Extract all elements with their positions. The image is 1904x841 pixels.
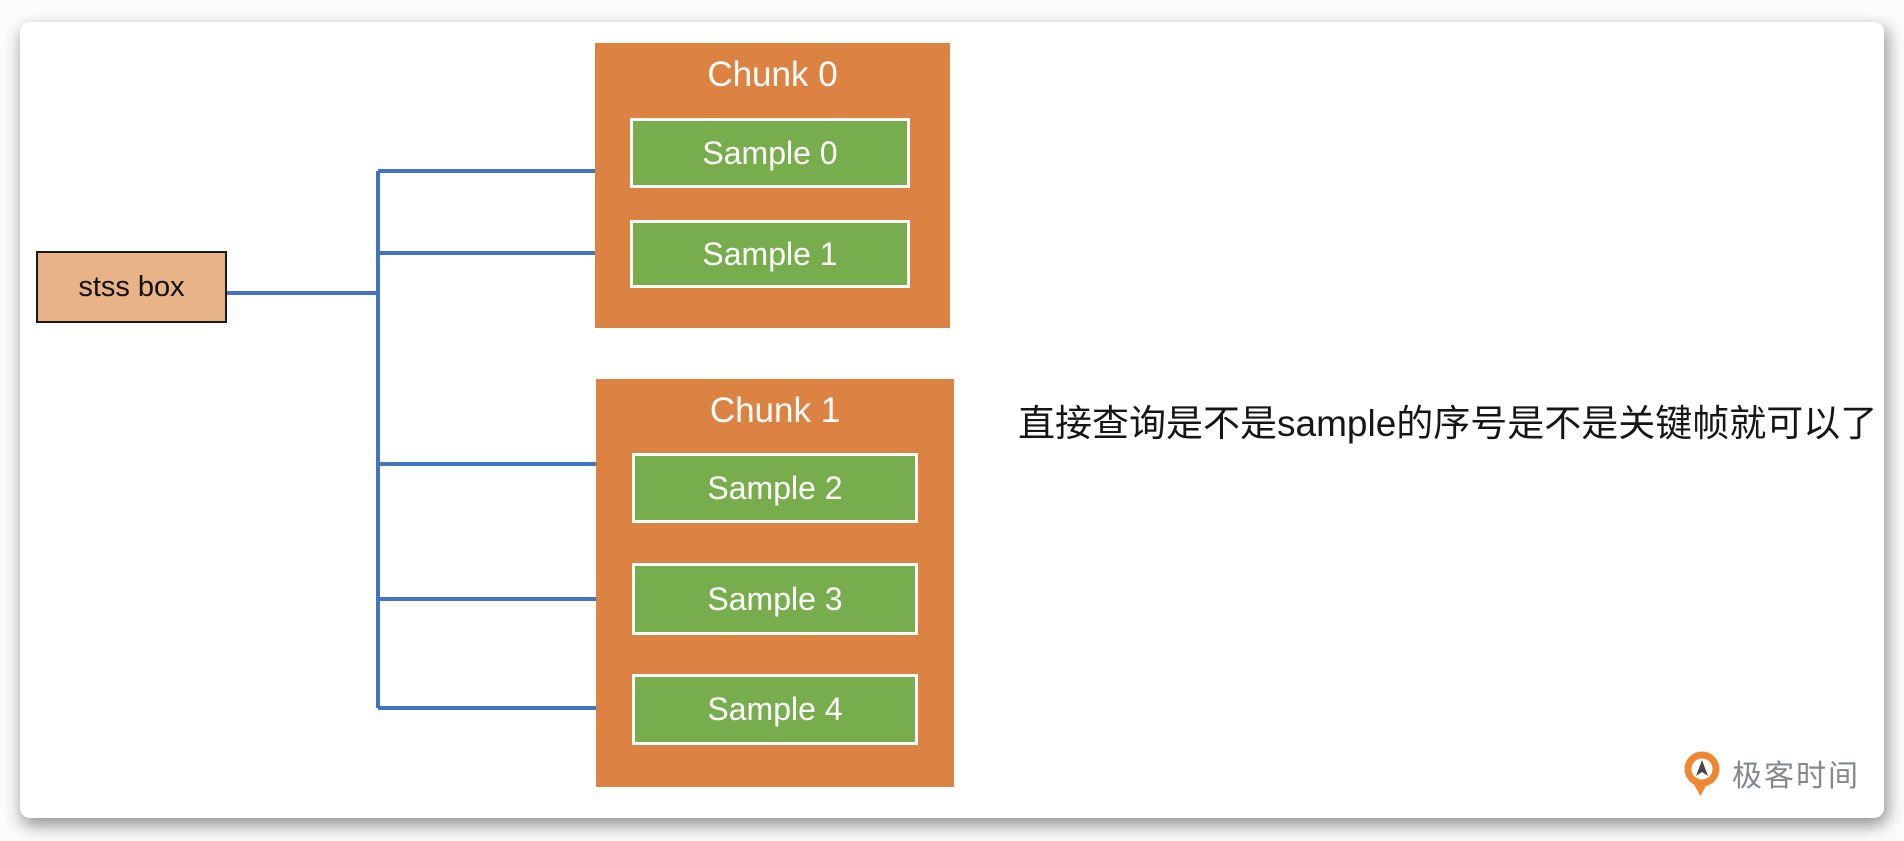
- geektime-q-icon: [1684, 751, 1720, 796]
- sample-4-box: Sample 4: [632, 674, 918, 745]
- sample-0-label: Sample 0: [702, 134, 838, 171]
- sample-2-label: Sample 2: [707, 469, 843, 506]
- annotation-text: 直接查询是不是sample的序号是不是关键帧就可以了: [1018, 403, 1878, 444]
- slide-card: stss box Chunk 0 Sample 0 Sample 1 Chunk…: [20, 22, 1884, 818]
- sample-0-box: Sample 0: [630, 118, 910, 188]
- sample-3-label: Sample 3: [707, 580, 843, 617]
- stss-box: stss box: [36, 251, 227, 323]
- sample-2-box: Sample 2: [632, 453, 918, 523]
- geektime-logo-text: 极客时间: [1732, 760, 1860, 793]
- chunk-1-title: Chunk 1: [709, 391, 841, 430]
- sample-1-box: Sample 1: [630, 220, 910, 288]
- sample-4-label: Sample 4: [707, 691, 843, 727]
- sample-1-label: Sample 1: [702, 235, 838, 272]
- stss-box-label: stss box: [78, 270, 185, 303]
- chunk-0-title: Chunk 0: [707, 55, 838, 94]
- geektime-logo: 极客时间: [1680, 749, 1860, 797]
- sample-3-box: Sample 3: [632, 563, 918, 635]
